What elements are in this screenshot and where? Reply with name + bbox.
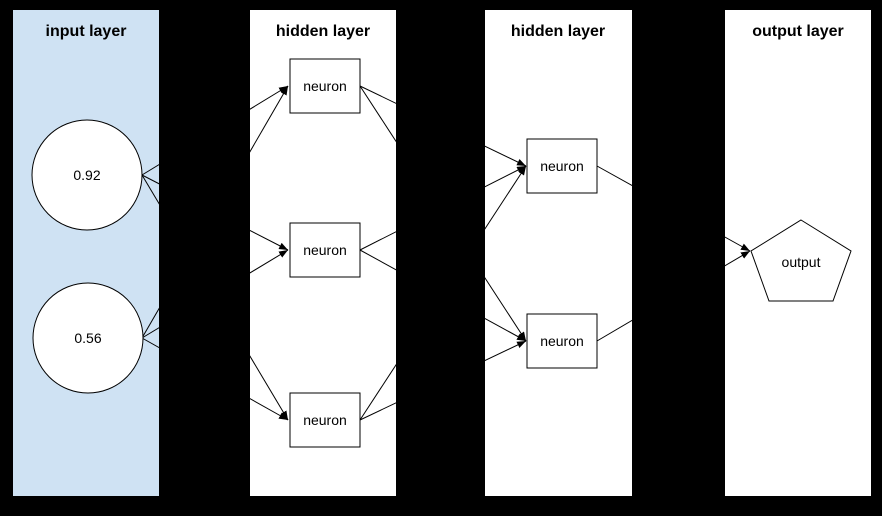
input-layer-panel [13, 10, 159, 496]
edge-input-1-hidden1-3 [141, 174, 289, 421]
output-node [750, 219, 852, 302]
edge-hidden1-1-hidden2-1 [359, 85, 527, 167]
edge-input-2-hidden1-3 [141, 337, 289, 421]
hidden1-node-3-label: neuron [303, 412, 347, 428]
output-layer-title: output layer [752, 23, 844, 40]
hidden1-node-2 [289, 222, 361, 278]
input-layer-title: input layer [46, 23, 127, 40]
hidden2-node-2 [526, 313, 598, 369]
hidden-layer-1-title: hidden layer [276, 23, 370, 40]
hidden-layer-2-title: hidden layer [511, 23, 605, 40]
edge-hidden1-2-hidden2-2 [359, 249, 527, 342]
edge-hidden2-1-output-1 [596, 165, 751, 252]
hidden1-node-1-label: neuron [303, 78, 347, 94]
edge-input-1-hidden1-1 [141, 85, 289, 176]
edge-hidden1-1-hidden2-2 [359, 85, 527, 342]
edge-hidden2-2-output-1 [596, 250, 751, 342]
hidden2-node-1-label: neuron [540, 158, 584, 174]
edge-hidden1-3-hidden2-2 [359, 340, 527, 421]
edge-input-2-hidden1-1 [141, 85, 289, 339]
input-node-2-value: 0.56 [74, 330, 101, 346]
edge-hidden1-2-hidden2-1 [359, 165, 527, 251]
hidden2-node-1 [526, 138, 598, 194]
output-node-label: output [782, 254, 821, 270]
input-node-2 [32, 282, 144, 394]
input-node-1 [31, 119, 143, 231]
input-node-1-value: 0.92 [73, 167, 100, 183]
hidden1-node-1 [289, 58, 361, 114]
hidden1-node-2-label: neuron [303, 242, 347, 258]
hidden1-node-3 [289, 392, 361, 448]
hidden2-node-2-label: neuron [540, 333, 584, 349]
edge-input-2-hidden1-2 [141, 249, 289, 339]
hidden-layer-2-panel [485, 10, 632, 496]
edge-hidden1-3-hidden2-1 [359, 165, 527, 421]
